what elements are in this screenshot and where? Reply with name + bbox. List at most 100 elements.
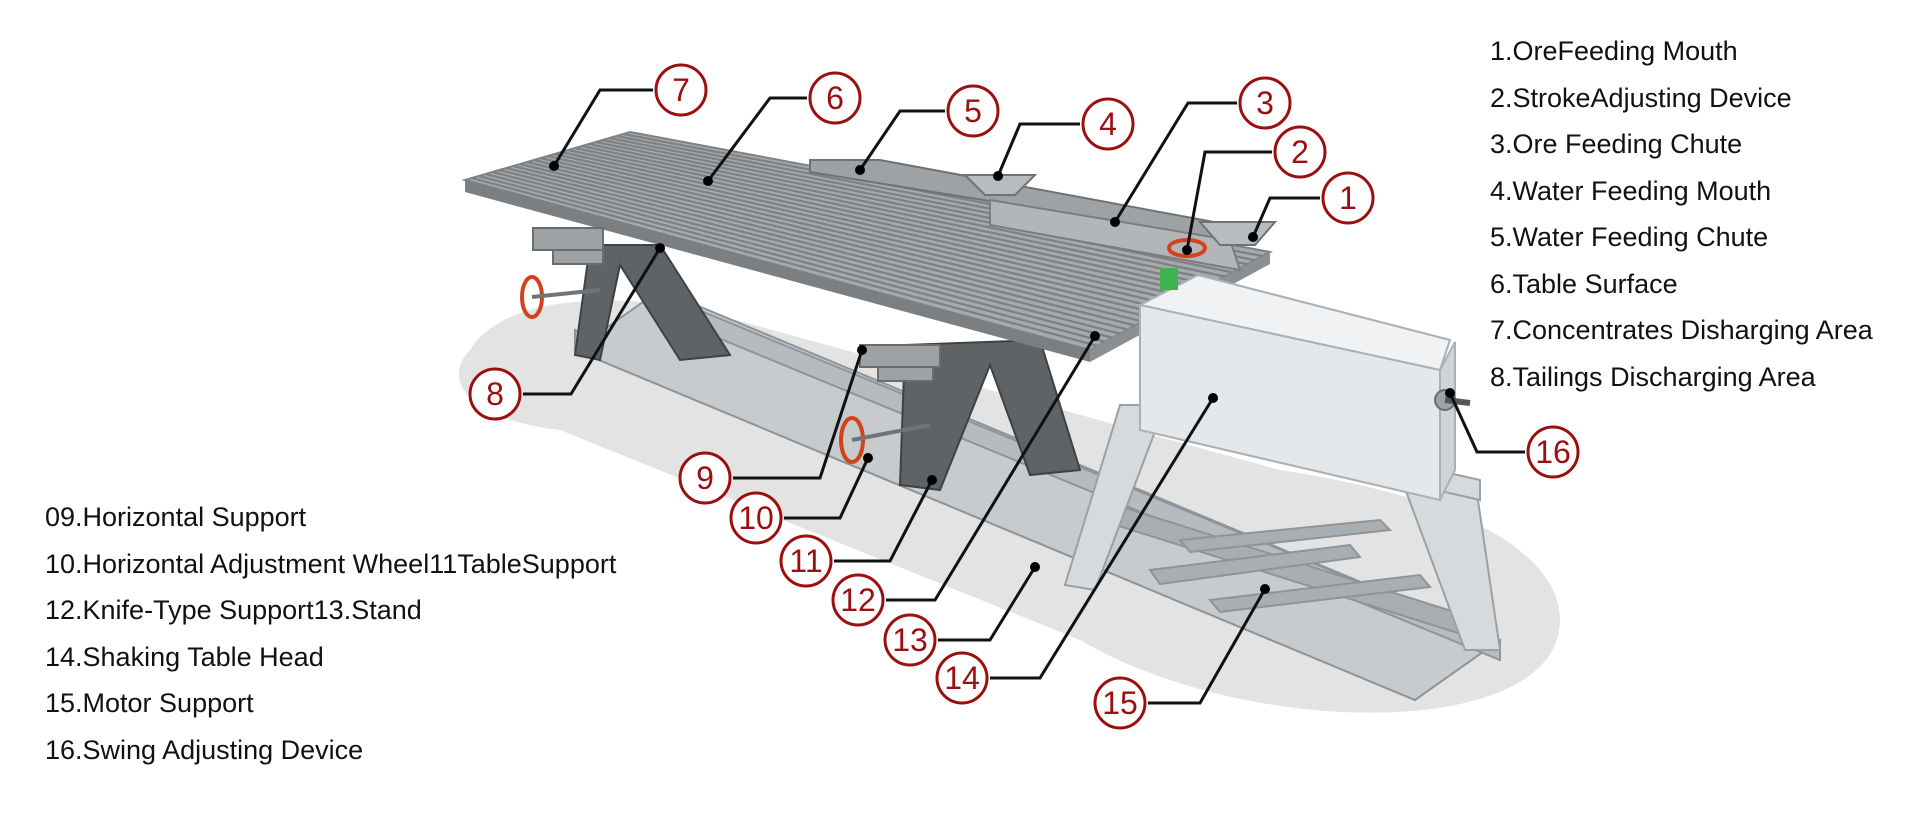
leader-line-6 (706, 96, 807, 182)
callout-ring (1093, 676, 1147, 730)
leader-line-5 (858, 109, 945, 171)
water-feeding-mouth (962, 174, 1038, 196)
callout-ring (1321, 171, 1375, 225)
callout-number: 13 (892, 622, 928, 658)
callout-number: 9 (696, 460, 714, 496)
riffle-line (505, 166, 1136, 327)
riffle-line (512, 164, 1143, 323)
callout-3: 3 (1238, 76, 1292, 130)
callout-number: 7 (672, 72, 690, 108)
callout-1: 1 (1321, 171, 1375, 225)
riffle-line (492, 170, 1121, 335)
legend-item-water-feeding-mouth: 4.Water Feeding Mouth (1490, 175, 1772, 206)
callout-number: 4 (1099, 106, 1117, 142)
leader-line-1 (1251, 196, 1320, 238)
leader-dot-3 (1110, 217, 1120, 227)
callout-16: 16 (1526, 425, 1580, 479)
leader-line-15 (1148, 588, 1267, 705)
callout-13: 13 (883, 613, 937, 667)
legend-right: 1.OreFeeding Mouth 2.StrokeAdjusting Dev… (1490, 28, 1873, 400)
riffle-line (533, 158, 1166, 311)
riffle-line (526, 160, 1158, 315)
legend-item-knife-support-stand: 12.Knife-Type Support13.Stand (45, 595, 422, 625)
leader-dot-6 (703, 176, 713, 186)
shaking-table-head (1137, 268, 1471, 502)
riffle-line (478, 174, 1106, 343)
riffle-line (499, 168, 1128, 331)
legend-item-shaking-table-head: 14.Shaking Table Head (45, 641, 324, 672)
callout-9: 9 (678, 451, 732, 505)
callout-ring (468, 367, 522, 421)
callout-15: 15 (1093, 676, 1147, 730)
table-edge (465, 180, 1090, 362)
callout-ring (678, 451, 732, 505)
callout-ring (1238, 76, 1292, 130)
leader-lines (523, 88, 1525, 705)
base-frame (572, 288, 1503, 702)
leader-line-16 (1448, 392, 1525, 454)
leader-line-11 (834, 479, 934, 563)
adjustment-wheels (520, 238, 1207, 464)
brackets (532, 227, 941, 382)
legend-item-swing-adjusting-device: 16.Swing Adjusting Device (45, 734, 364, 765)
leader-dot-7 (549, 161, 559, 171)
riffle-line (595, 140, 1233, 274)
leader-dot-1 (1248, 232, 1258, 242)
callout-ring (831, 573, 885, 627)
leader-line-2 (1185, 150, 1272, 251)
callout-14: 14 (935, 651, 989, 705)
callout-6: 6 (808, 71, 862, 125)
callout-ring (729, 491, 783, 545)
riffle-line (574, 146, 1211, 286)
leader-line-3 (1113, 101, 1237, 223)
callout-number: 6 (826, 80, 844, 116)
legend-item-stroke-adjusting-device: 2.StrokeAdjusting Device (1490, 82, 1792, 113)
callout-7: 7 (654, 63, 708, 117)
leader-line-13 (938, 566, 1037, 642)
callout-number: 1 (1339, 180, 1357, 216)
riffle-line (540, 156, 1173, 307)
legend-item-horizontal-support: 09.Horizontal Support (45, 502, 307, 532)
callout-ring (1081, 97, 1135, 151)
leader-dot-8 (655, 243, 665, 253)
callout-number: 11 (789, 543, 822, 579)
callout-ring (808, 71, 862, 125)
riffle-line (547, 154, 1181, 303)
callout-ring (946, 84, 1000, 138)
legend-item-table-surface: 6.Table Surface (1490, 268, 1678, 299)
legend-left: 09.Horizontal Support 10.Horizontal Adju… (45, 494, 616, 773)
callout-ring (1273, 125, 1327, 179)
ore-feeding-chute (989, 198, 1242, 272)
callout-number: 2 (1291, 134, 1309, 170)
callout-number: 10 (738, 500, 774, 536)
riffle-line (471, 176, 1098, 347)
leader-dot-16 (1445, 388, 1455, 398)
riffle-line (581, 144, 1218, 282)
callout-number: 15 (1102, 685, 1138, 721)
leader-dot-11 (927, 475, 937, 485)
leader-dot-2 (1182, 245, 1192, 255)
riffle-line (567, 148, 1203, 290)
legend-item-ore-feeding-chute: 3.Ore Feeding Chute (1490, 129, 1743, 159)
callout-number: 12 (840, 582, 876, 618)
callout-number: 8 (486, 376, 504, 412)
callout-ring (1526, 425, 1580, 479)
callout-11: 11 (779, 534, 833, 588)
callout-10: 10 (729, 491, 783, 545)
legend-item-motor-support: 15.Motor Support (45, 688, 254, 718)
legend-item-water-feeding-chute: 5.Water Feeding Chute (1490, 222, 1769, 252)
callout-ring (654, 63, 708, 117)
callout-number: 5 (964, 93, 982, 129)
riffle-line (554, 152, 1188, 298)
callout-12: 12 (831, 573, 885, 627)
table-supports (573, 244, 1082, 492)
leader-dot-14 (1208, 393, 1218, 403)
leader-line-7 (552, 88, 653, 167)
callout-ring (779, 534, 833, 588)
callout-ring (935, 651, 989, 705)
leader-line-4 (996, 122, 1080, 177)
callout-5: 5 (946, 84, 1000, 138)
